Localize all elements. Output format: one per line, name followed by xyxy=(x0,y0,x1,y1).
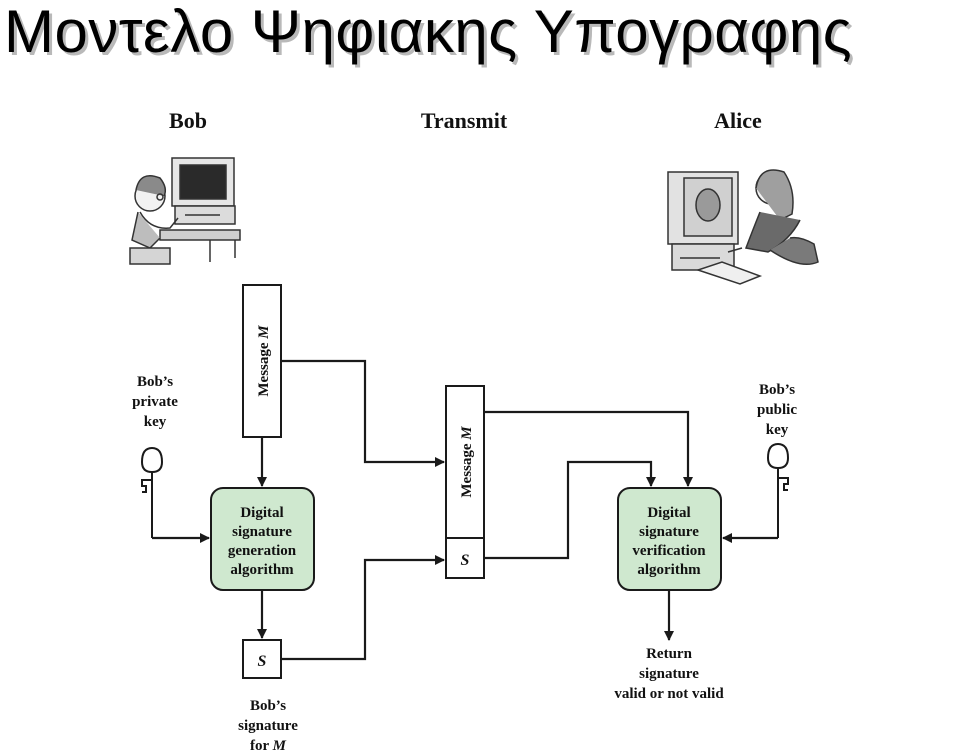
signature-box-transmit xyxy=(445,537,485,579)
slide-title: Μοντελο Ψηφιακης Υπογραφης xyxy=(4,0,853,65)
verification-line-1: Digital xyxy=(647,505,690,521)
generation-line-4: algorithm xyxy=(230,562,294,578)
output-label-3: valid or not valid xyxy=(614,686,724,702)
public-key-label-3: key xyxy=(766,422,789,438)
signature-caption-1: Bob’s xyxy=(250,698,286,714)
private-key-label-2: private xyxy=(132,394,178,410)
message-box-transmit xyxy=(445,385,485,539)
private-key-label-3: key xyxy=(144,414,167,430)
header-bob: Bob xyxy=(169,108,207,133)
verification-line-4: algorithm xyxy=(637,562,701,578)
signature-box-transmit-label: S xyxy=(461,552,470,569)
message-box-bob xyxy=(242,284,282,438)
header-transmit: Transmit xyxy=(421,108,508,133)
signature-caption-3: for M xyxy=(250,738,287,754)
private-key-icon xyxy=(140,446,164,538)
alice-at-computer-illustration xyxy=(667,169,819,285)
connector-lines xyxy=(152,359,778,661)
public-key-label-1: Bob’s xyxy=(759,382,795,398)
verification-line-2: signature xyxy=(639,524,699,540)
generation-line-1: Digital xyxy=(240,505,283,521)
public-key-label-2: public xyxy=(757,402,797,418)
signature-caption-2: signature xyxy=(238,718,298,734)
message-box-bob-label: Message M xyxy=(256,325,272,397)
output-label-2: signature xyxy=(639,666,699,682)
verification-line-3: verification xyxy=(632,543,706,559)
bob-at-computer-illustration xyxy=(129,157,241,265)
signature-box-bob-label: S xyxy=(258,653,267,670)
public-key-icon xyxy=(766,442,790,538)
private-key-label-1: Bob’s xyxy=(137,374,173,390)
header-alice: Alice xyxy=(714,108,762,133)
output-label-1: Return xyxy=(646,646,692,662)
generation-line-2: signature xyxy=(232,524,292,540)
message-box-transmit-label: Message M xyxy=(459,426,475,498)
generation-line-3: generation xyxy=(228,543,297,559)
